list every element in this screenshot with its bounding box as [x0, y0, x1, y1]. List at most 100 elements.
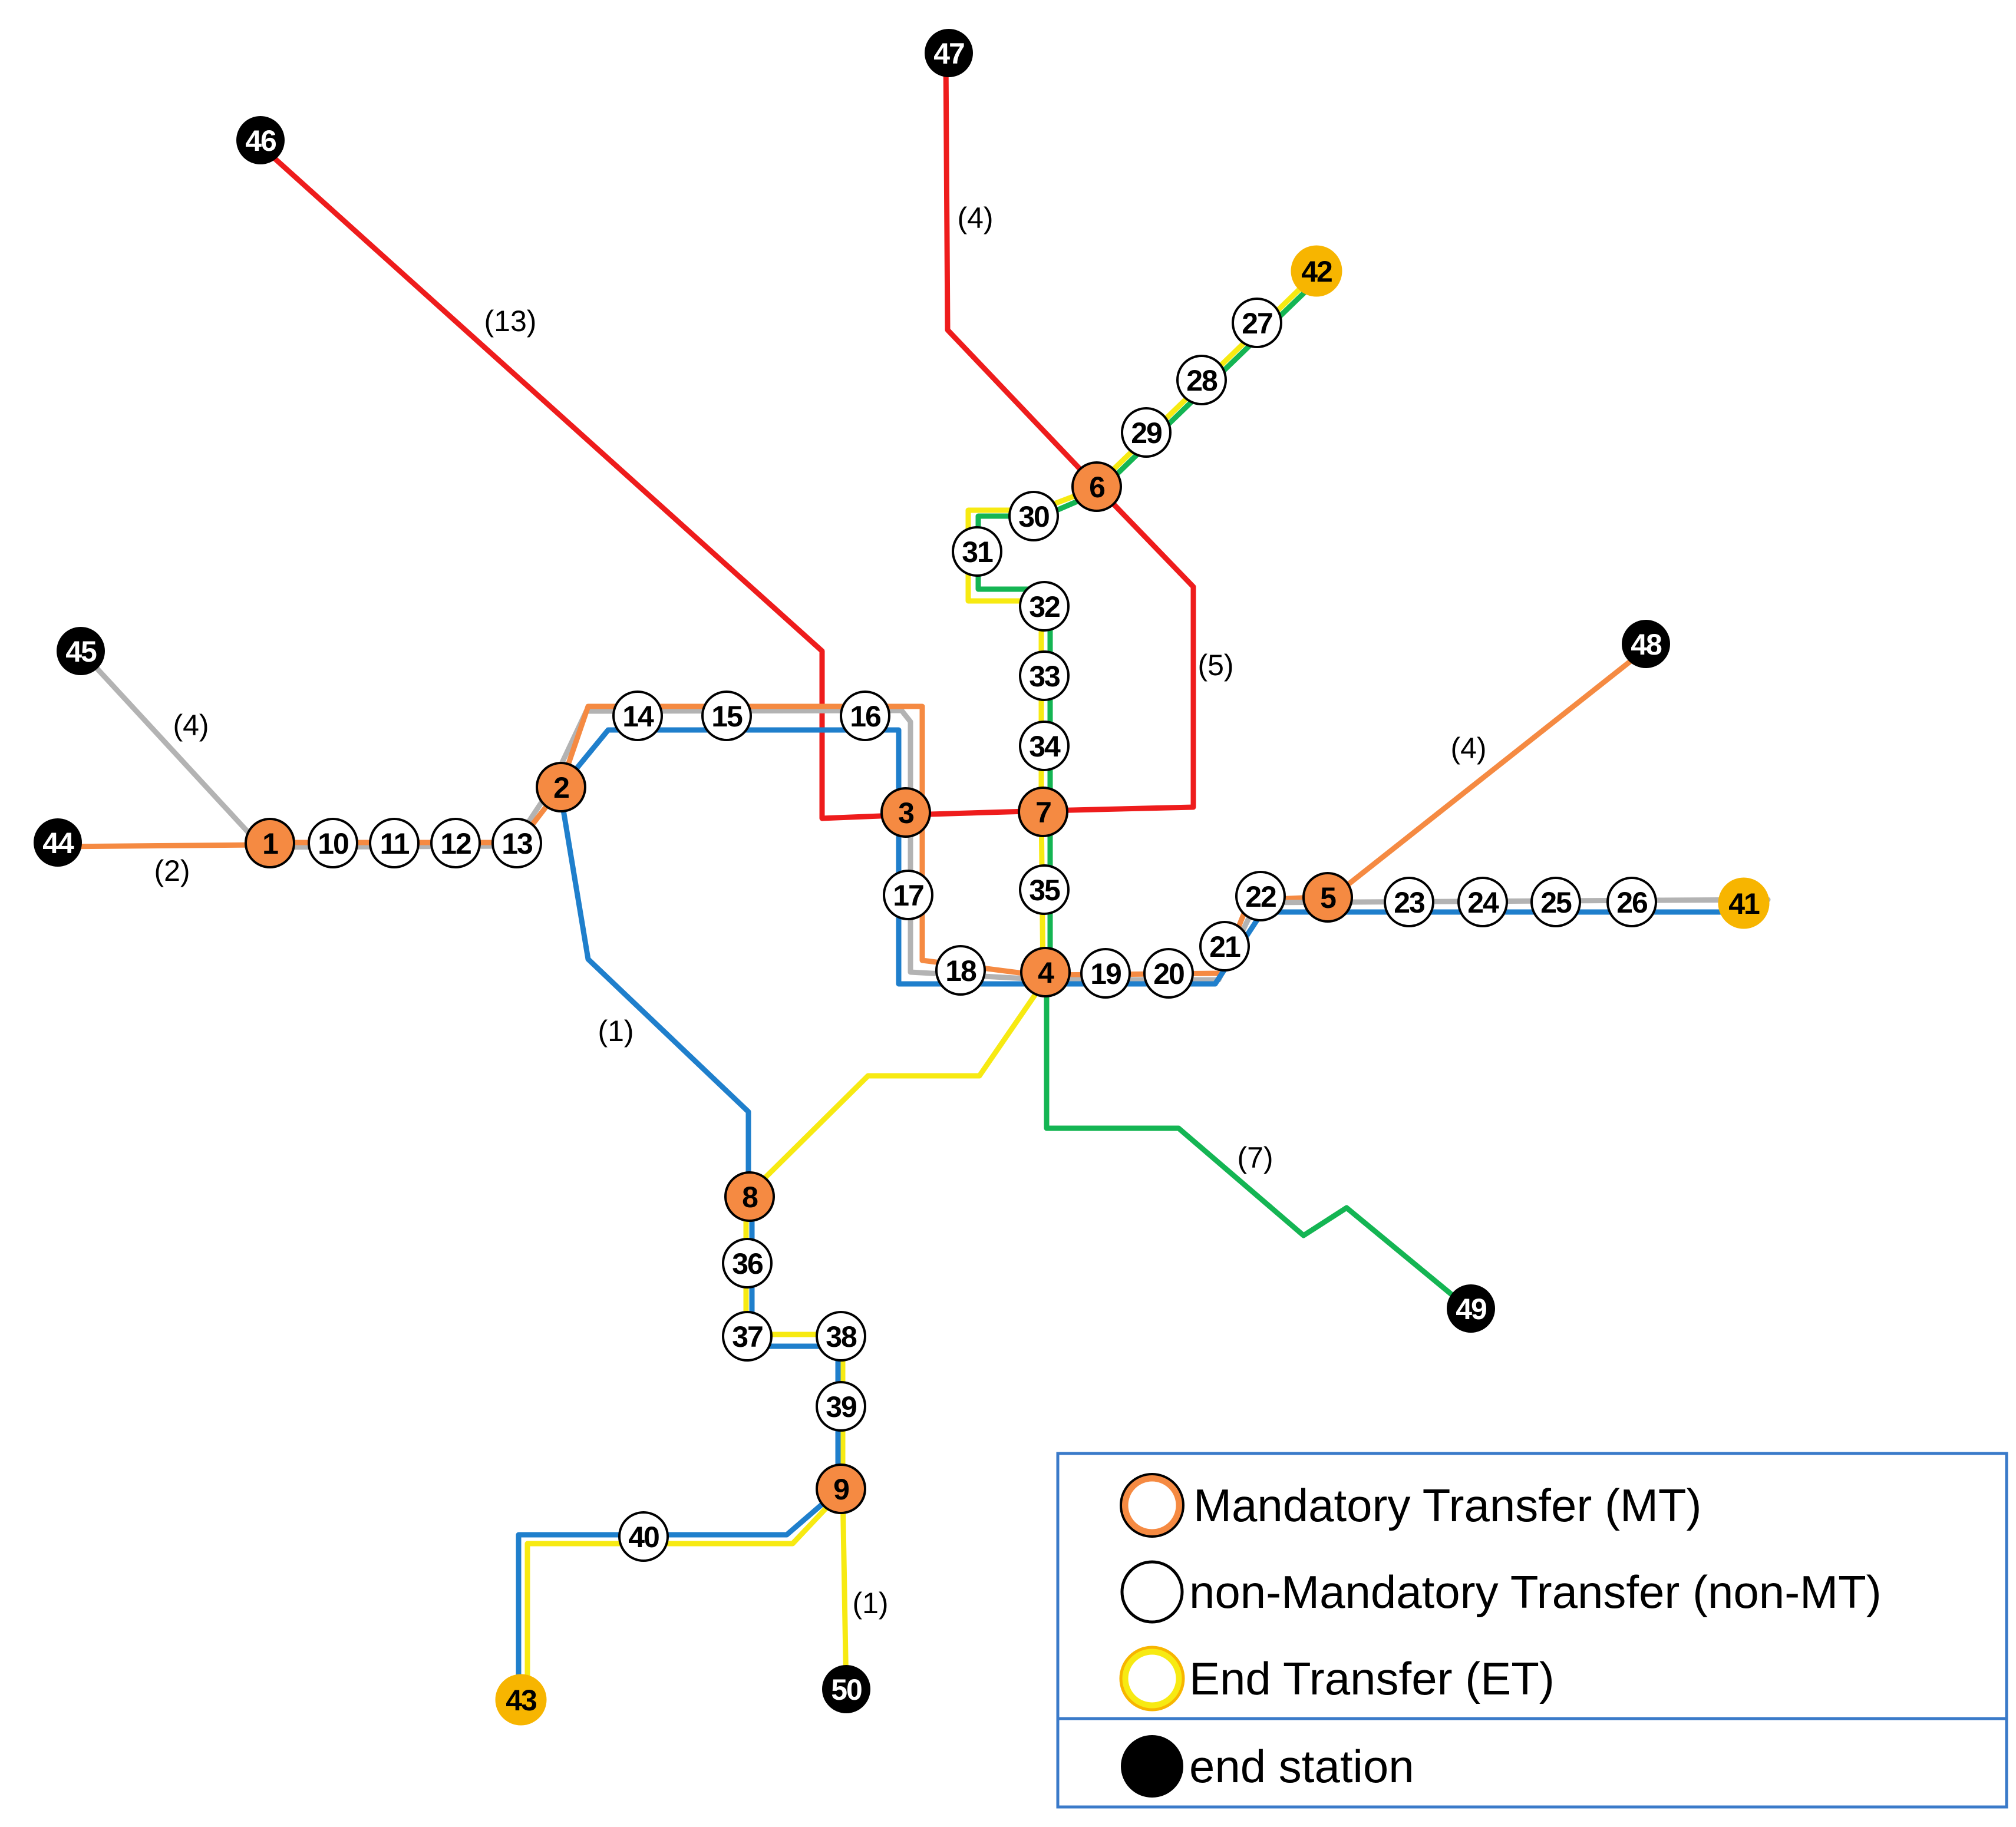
station-35-marker: [1019, 864, 1070, 915]
station-38-label: 38: [826, 1320, 857, 1353]
station-32-marker: [1019, 581, 1070, 632]
station-5: 5: [1302, 872, 1353, 923]
station-36-marker: [722, 1238, 773, 1289]
station-21: 21: [1199, 921, 1250, 972]
station-6-inner: [1080, 470, 1114, 504]
station-42-marker: [1291, 245, 1342, 297]
station-10-label: 10: [318, 827, 348, 860]
station-29-label: 29: [1131, 417, 1162, 450]
station-46-label: 46: [245, 124, 276, 157]
station-8-inner: [733, 1180, 767, 1214]
station-41-marker: [1718, 877, 1770, 929]
station-43-label: 43: [506, 1684, 536, 1717]
station-20-marker: [1143, 948, 1194, 999]
yellow-line-4-8: [745, 975, 1050, 1197]
station-37: 37: [722, 1311, 773, 1362]
station-48: 48: [1622, 620, 1670, 668]
station-14-marker: [612, 691, 663, 741]
station-25-label: 25: [1540, 886, 1572, 919]
station-27: 27: [1232, 298, 1282, 348]
station-35-label: 35: [1029, 874, 1060, 907]
station-39-marker: [816, 1381, 866, 1432]
yellow-line-south: [524, 1191, 846, 1714]
station-45: 45: [57, 627, 105, 675]
station-1: 1: [245, 818, 295, 868]
legend-et-symbol-outline: [1119, 1646, 1185, 1712]
orange-line-44-1: [57, 842, 262, 850]
station-2-inner: [544, 770, 578, 804]
station-19-label: 19: [1090, 957, 1121, 990]
station-40-marker: [618, 1511, 669, 1562]
station-34-marker: [1019, 721, 1070, 771]
station-16: 16: [840, 691, 890, 741]
station-2-label: 2: [553, 771, 569, 804]
station-14: 14: [612, 691, 663, 741]
segment-label-6-7: (5): [1197, 649, 1233, 682]
station-19-marker: [1080, 948, 1131, 999]
station-50-label: 50: [831, 1673, 862, 1706]
station-40-label: 40: [628, 1521, 659, 1554]
station-50: 50: [822, 1665, 870, 1713]
station-17-marker: [883, 870, 933, 920]
station-34-label: 34: [1029, 730, 1061, 763]
blue-line-south: [516, 1191, 841, 1714]
station-9: 9: [816, 1463, 866, 1514]
legend-box: [1056, 1452, 2008, 1809]
legend-et-label: End Transfer (ET): [1189, 1653, 1555, 1704]
segment-length-labels: (13) (4) (5) (4) (2) (4) (1) (7) (1): [154, 201, 1486, 1620]
station-32-label: 32: [1029, 590, 1060, 623]
station-7-inner: [1026, 795, 1060, 829]
station-40: 40: [618, 1511, 669, 1562]
station-17-label: 17: [893, 879, 923, 912]
station-10-marker: [308, 818, 358, 868]
segment-label-46-3: (13): [484, 305, 537, 338]
station-38-marker: [816, 1311, 866, 1362]
segment-label-9-50: (1): [852, 1587, 888, 1620]
station-20-label: 20: [1153, 957, 1184, 990]
station-44-marker: [34, 818, 82, 867]
station-47: 47: [925, 29, 973, 77]
segment-label-4-49: (7): [1237, 1141, 1273, 1174]
orange-line-5-48: [1326, 643, 1653, 903]
station-3-label: 3: [898, 797, 913, 830]
station-26: 26: [1606, 877, 1657, 927]
station-24-label: 24: [1467, 886, 1499, 919]
station-12: 12: [430, 818, 481, 868]
legend-mt-symbol: [1121, 1475, 1183, 1536]
station-35: 35: [1019, 864, 1070, 915]
legend-mt-symbol-outline: [1120, 1473, 1184, 1538]
station-46: 46: [236, 116, 285, 164]
station-45-label: 45: [65, 635, 97, 668]
station-27-label: 27: [1242, 307, 1272, 340]
station-4-inner: [1028, 955, 1063, 989]
station-49-label: 49: [1456, 1293, 1486, 1326]
segment-label-44-1: (2): [154, 854, 190, 887]
station-18: 18: [935, 945, 986, 996]
yellow-line-9-50: [840, 1488, 849, 1694]
legend-et-symbol: [1121, 1648, 1183, 1709]
legend-end-label: end station: [1189, 1740, 1414, 1792]
station-1-inner: [253, 826, 287, 860]
station-6: 6: [1071, 461, 1122, 512]
station-22-marker: [1235, 871, 1286, 921]
legend-nonmt-label: non-Mandatory Transfer (non-MT): [1189, 1566, 1882, 1618]
station-33: 33: [1019, 650, 1070, 701]
station-30-marker: [1008, 491, 1059, 541]
legend-nonmt-symbol: [1120, 1560, 1184, 1624]
station-8-label: 8: [742, 1181, 758, 1214]
station-3: 3: [880, 787, 931, 838]
blue-line-2-8: [557, 786, 751, 1197]
station-3-inner: [889, 795, 923, 830]
station-30-label: 30: [1018, 500, 1049, 533]
station-25-marker: [1530, 877, 1581, 927]
station-8: 8: [724, 1171, 775, 1222]
station-12-marker: [430, 818, 481, 868]
legend-end-symbol: [1121, 1735, 1183, 1798]
station-44: 44: [34, 818, 82, 867]
station-6-label: 6: [1089, 471, 1104, 504]
station-34: 34: [1019, 721, 1070, 771]
station-13-marker: [491, 818, 542, 868]
station-18-marker: [935, 945, 986, 996]
station-41-label: 41: [1728, 887, 1760, 920]
